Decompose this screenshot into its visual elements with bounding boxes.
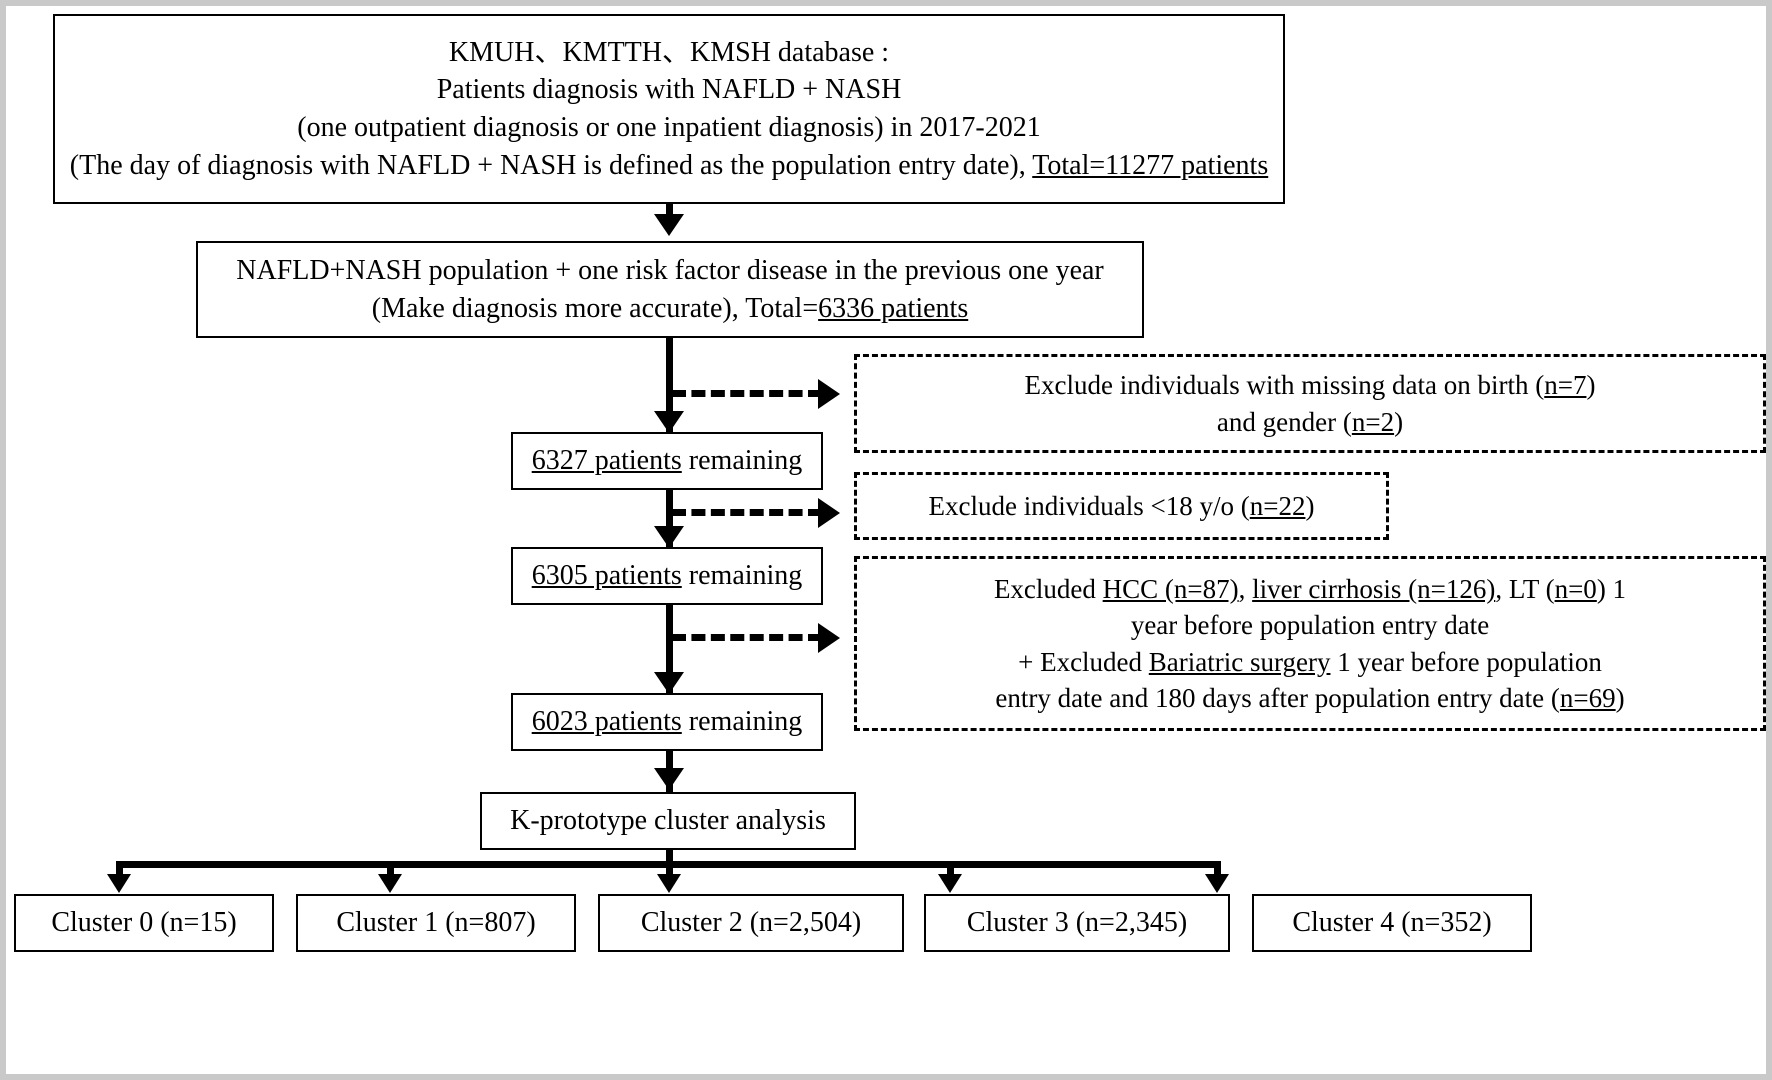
remaining-6305-text: 6305 patients remaining bbox=[522, 557, 813, 595]
exclusion-liver-line-2: year before population entry date bbox=[1130, 610, 1490, 641]
cluster-label-4: Cluster 4 (n=352) bbox=[1292, 907, 1492, 939]
source-total: Total=11277 patients bbox=[1032, 149, 1269, 181]
bus-stem bbox=[666, 850, 673, 866]
remaining-6305-count: 6305 patients bbox=[531, 560, 682, 592]
node-cluster-analysis: K-prototype cluster analysis bbox=[480, 792, 856, 850]
exclusion-birth-n: n=7 bbox=[1544, 370, 1587, 401]
remaining-6023-text: 6023 patients remaining bbox=[522, 703, 813, 741]
liver-hcc: HCC (n=87) bbox=[1102, 574, 1239, 605]
branch-2-dashed-line bbox=[672, 509, 822, 516]
node-source-database: KMUH、KMTTH、KMSH database : Patients diag… bbox=[53, 14, 1285, 204]
cluster-box-0: Cluster 0 (n=15) bbox=[14, 894, 274, 952]
liver-text-c: , LT ( bbox=[1495, 574, 1555, 605]
cluster-analysis-label: K-prototype cluster analysis bbox=[510, 805, 826, 837]
cluster-box-2: Cluster 2 (n=2,504) bbox=[598, 894, 904, 952]
bariatric-text-c: entry date and 180 days after population… bbox=[995, 682, 1560, 713]
source-line-3: (one outpatient diagnosis or one inpatie… bbox=[297, 112, 1041, 143]
exclusion-age-n: n=22 bbox=[1249, 490, 1306, 521]
risk-total: 6336 patients bbox=[818, 292, 969, 324]
remaining-6305-suffix: remaining bbox=[681, 560, 803, 592]
bus-drop-4 bbox=[1214, 861, 1221, 886]
exclusion-birth-text-b: ) bbox=[1586, 370, 1596, 401]
bus-arrow-4 bbox=[1205, 874, 1229, 893]
source-line-4: (The day of diagnosis with NAFLD + NASH … bbox=[70, 147, 1268, 185]
cluster-label-3: Cluster 3 (n=2,345) bbox=[966, 907, 1188, 939]
liver-cirrhosis: liver cirrhosis (n=126) bbox=[1252, 574, 1496, 605]
connector-5-arrow bbox=[654, 768, 684, 790]
cluster-label-1: Cluster 1 (n=807) bbox=[336, 907, 536, 939]
bariatric-n: n=69 bbox=[1559, 682, 1616, 713]
remaining-6023-count: 6023 patients bbox=[531, 706, 682, 738]
branch-3-arrow bbox=[818, 623, 840, 653]
cluster-label-2: Cluster 2 (n=2,504) bbox=[640, 907, 862, 939]
cluster-box-1: Cluster 1 (n=807) bbox=[296, 894, 576, 952]
exclusion-birth-line-1: Exclude individuals with missing data on… bbox=[1025, 367, 1596, 403]
exclusion-gender-line-2: and gender (n=2) bbox=[1025, 404, 1596, 440]
bus-drop-1 bbox=[387, 861, 394, 886]
exclusion-liver-line-3: + Excluded Bariatric surgery 1 year befo… bbox=[994, 644, 1626, 680]
node-risk-factor: NAFLD+NASH population + one risk factor … bbox=[196, 241, 1144, 338]
exclusion-liver-line-4: entry date and 180 days after population… bbox=[994, 680, 1626, 716]
bus-arrow-0 bbox=[107, 874, 131, 893]
liver-lt: n=0 bbox=[1554, 574, 1597, 605]
bus-arrow-2 bbox=[657, 874, 681, 893]
cluster-box-4: Cluster 4 (n=352) bbox=[1252, 894, 1532, 952]
bariatric-text-a: + Excluded bbox=[1018, 646, 1149, 677]
exclusion-age: Exclude individuals <18 y/o (n=22) bbox=[854, 472, 1389, 540]
remaining-6327-suffix: remaining bbox=[681, 445, 803, 477]
source-line-1: KMUH、KMTTH、KMSH database : bbox=[448, 36, 890, 68]
source-line-4-text: (The day of diagnosis with NAFLD + NASH … bbox=[69, 149, 1033, 181]
bus-drop-3 bbox=[947, 861, 954, 886]
exclusion-birth-text-a: Exclude individuals with missing data on… bbox=[1024, 370, 1545, 401]
cluster-box-3: Cluster 3 (n=2,345) bbox=[924, 894, 1230, 952]
source-line-2: Patients diagnosis with NAFLD + NASH bbox=[436, 74, 902, 106]
branch-1-dashed-line bbox=[672, 390, 822, 397]
liver-text-a: Excluded bbox=[993, 574, 1103, 605]
cluster-label-0: Cluster 0 (n=15) bbox=[51, 907, 237, 939]
connector-4-line bbox=[666, 605, 673, 694]
branch-2-arrow bbox=[818, 498, 840, 528]
exclusion-gender-text-b: ) bbox=[1394, 406, 1404, 437]
risk-line-2-text: (Make diagnosis more accurate), Total= bbox=[371, 292, 819, 324]
bus-drop-2 bbox=[666, 861, 673, 886]
node-remaining-6327: 6327 patients remaining bbox=[511, 432, 823, 490]
risk-line-2: (Make diagnosis more accurate), Total=63… bbox=[236, 290, 1104, 328]
liver-text-d: ) 1 bbox=[1596, 574, 1627, 605]
exclusion-liver-line-1: Excluded HCC (n=87), liver cirrhosis (n=… bbox=[994, 571, 1626, 607]
bus-arrow-1 bbox=[378, 874, 402, 893]
bariatric-text-b: 1 year before population bbox=[1330, 646, 1602, 677]
bariatric-label: Bariatric surgery bbox=[1148, 646, 1331, 677]
node-remaining-6305: 6305 patients remaining bbox=[511, 547, 823, 605]
exclusion-birth-gender: Exclude individuals with missing data on… bbox=[854, 354, 1766, 453]
connector-3-line bbox=[666, 490, 673, 548]
exclusion-age-text: Exclude individuals <18 y/o (n=22) bbox=[919, 488, 1325, 524]
connector-4-arrow bbox=[654, 672, 684, 694]
connector-1-arrow bbox=[654, 214, 684, 236]
connector-2-arrow bbox=[654, 411, 684, 433]
liver-text-b: , bbox=[1238, 574, 1253, 605]
risk-line-1: NAFLD+NASH population + one risk factor … bbox=[236, 254, 1104, 286]
branch-1-arrow bbox=[818, 379, 840, 409]
remaining-6023-suffix: remaining bbox=[681, 706, 803, 738]
connector-2-line bbox=[666, 338, 673, 433]
bus-arrow-3 bbox=[938, 874, 962, 893]
exclusion-age-text-b: ) bbox=[1305, 490, 1315, 521]
exclusion-gender-n: n=2 bbox=[1351, 406, 1395, 437]
remaining-6327-count: 6327 patients bbox=[531, 445, 682, 477]
exclusion-age-text-a: Exclude individuals <18 y/o ( bbox=[928, 490, 1250, 521]
connector-3-arrow bbox=[654, 526, 684, 548]
bariatric-text-d: ) bbox=[1615, 682, 1625, 713]
bus-drop-0 bbox=[116, 861, 123, 886]
exclusion-gender-text-a: and gender ( bbox=[1216, 406, 1352, 437]
node-remaining-6023: 6023 patients remaining bbox=[511, 693, 823, 751]
remaining-6327-text: 6327 patients remaining bbox=[522, 442, 813, 480]
branch-3-dashed-line bbox=[672, 634, 822, 641]
exclusion-liver-bariatric: Excluded HCC (n=87), liver cirrhosis (n=… bbox=[854, 556, 1766, 731]
